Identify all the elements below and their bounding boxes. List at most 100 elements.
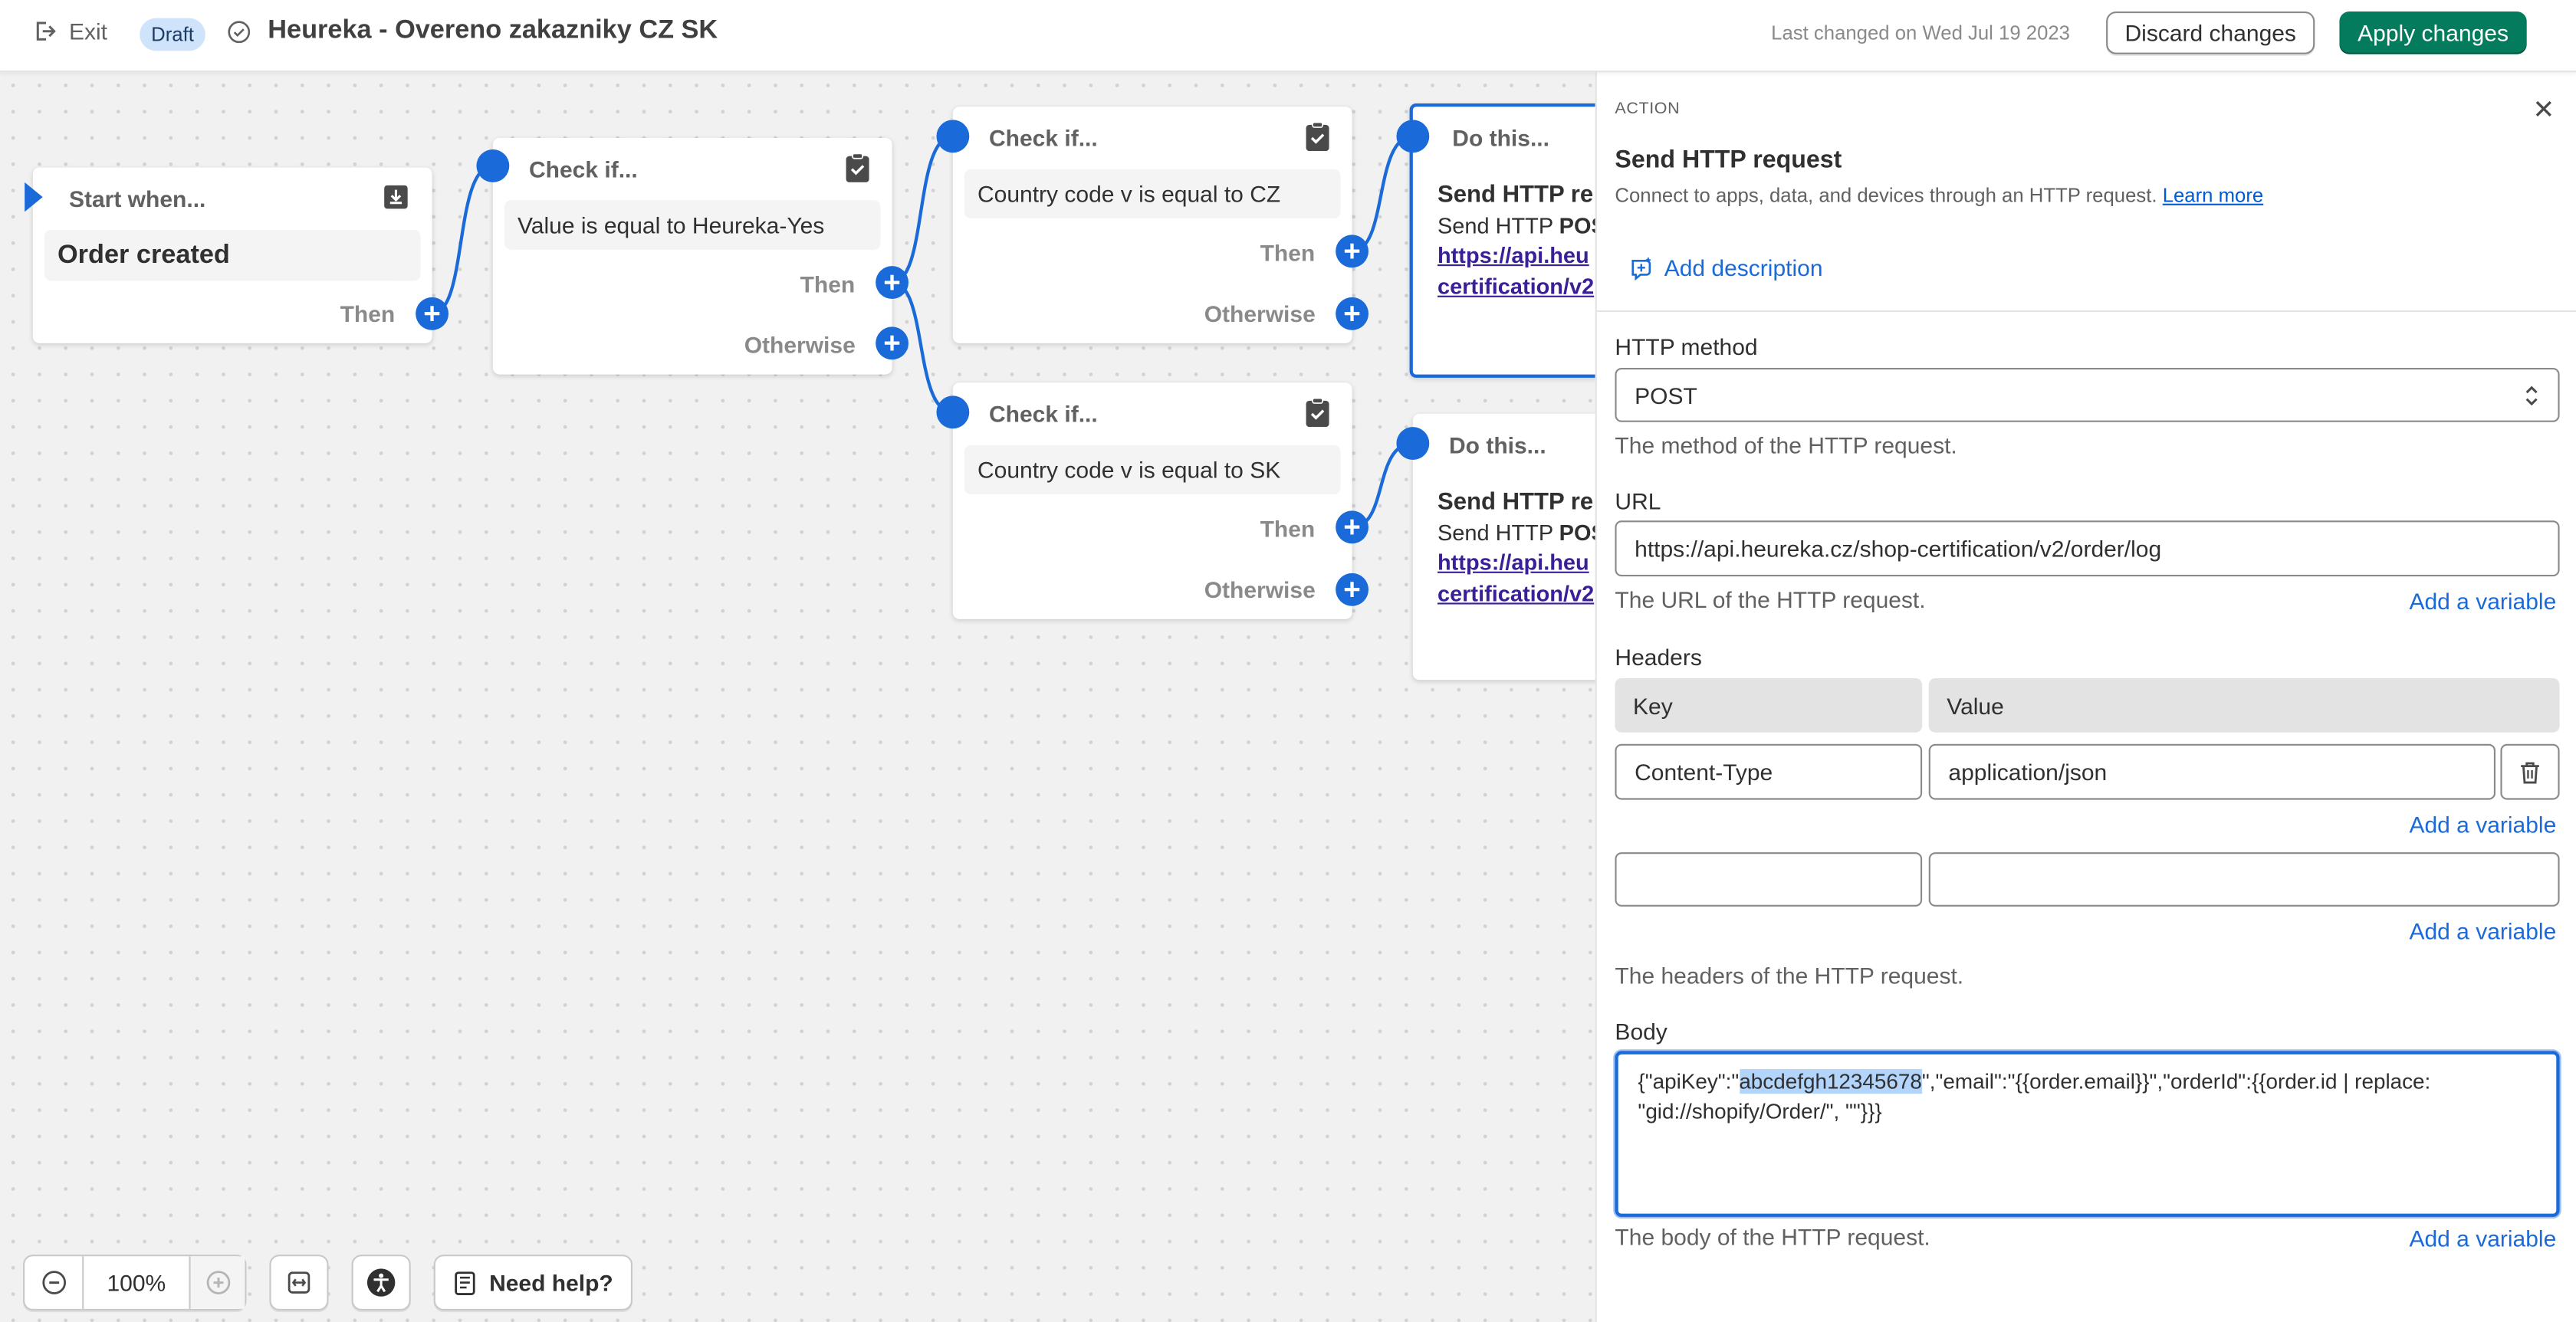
- action-header: Do this...: [1452, 124, 1549, 152]
- body-textarea[interactable]: {"apiKey":"abcdefgh12345678","email":"{{…: [1615, 1051, 2560, 1217]
- add-step-otherwise-button[interactable]: +: [1336, 297, 1368, 330]
- action-node-selected[interactable]: Do this... Send HTTP re Send HTTP POS ht…: [1409, 103, 1595, 378]
- then-label: Then: [1260, 515, 1316, 543]
- page-title: Heureka - Overeno zakazniky CZ SK: [268, 16, 718, 44]
- action-method-line: Send HTTP POS: [1438, 518, 1595, 549]
- condition-node[interactable]: Check if... Country code v is equal to C…: [952, 107, 1352, 343]
- divider: [1596, 310, 2576, 313]
- condition-expression: Country code v is equal to SK: [964, 444, 1341, 494]
- add-step-then-button[interactable]: +: [416, 297, 449, 330]
- action-url-link-cont[interactable]: certification/v2: [1438, 273, 1595, 298]
- otherwise-label: Otherwise: [1204, 576, 1316, 603]
- header-value-input[interactable]: application/json: [1928, 743, 2496, 800]
- then-label: Then: [800, 271, 856, 297]
- zoom-out-button[interactable]: [25, 1256, 84, 1309]
- clipboard-check-icon: [846, 153, 869, 182]
- add-variable-link[interactable]: Add a variable: [2409, 811, 2557, 838]
- select-chevron-icon: [2525, 385, 2538, 405]
- learn-more-link[interactable]: Learn more: [2162, 184, 2264, 207]
- exit-icon: [36, 21, 56, 41]
- download-icon: [384, 185, 408, 209]
- action-title: Send HTTP re: [1438, 489, 1594, 516]
- url-value: https://api.heureka.cz/shop-certificatio…: [1635, 535, 2162, 562]
- clipboard-check-icon: [1306, 121, 1329, 152]
- trigger-node[interactable]: Start when... Order created Then: [32, 167, 432, 343]
- panel-subtitle: Connect to apps, data, and devices throu…: [1615, 184, 2263, 207]
- zoom-controls: 100%: [23, 1255, 247, 1311]
- body-text-line2: "gid://shopify/Order/", ""}}}: [1638, 1098, 1882, 1124]
- body-text-start: {"apiKey":": [1638, 1069, 1740, 1094]
- add-variable-link[interactable]: Add a variable: [2409, 588, 2557, 615]
- header-key-input[interactable]: Content-Type: [1615, 743, 1923, 800]
- action-url-link[interactable]: https://api.heu: [1438, 243, 1589, 268]
- input-connector: [1396, 120, 1430, 153]
- action-node[interactable]: Do this... Send HTTP re Send HTTP POS ht…: [1412, 414, 1595, 681]
- action-url-link[interactable]: https://api.heu: [1438, 549, 1589, 575]
- then-label: Then: [340, 300, 396, 327]
- book-icon: [454, 1271, 475, 1294]
- url-input[interactable]: https://api.heureka.cz/shop-certificatio…: [1615, 520, 2560, 577]
- condition-header: Check if...: [989, 400, 1098, 428]
- need-help-label: Need help?: [489, 1269, 613, 1296]
- accessibility-button[interactable]: [351, 1255, 411, 1311]
- action-method-prefix: Send HTTP: [1438, 520, 1559, 545]
- panel-title: Send HTTP request: [1615, 146, 1842, 175]
- condition-node[interactable]: Check if... Value is equal to Heureka-Ye…: [492, 138, 892, 375]
- delete-header-button[interactable]: [2500, 743, 2560, 800]
- condition-text: Country code v is equal to SK: [978, 456, 1281, 483]
- zoom-in-button[interactable]: [189, 1256, 245, 1309]
- add-step-otherwise-button[interactable]: +: [876, 326, 909, 360]
- add-variable-link[interactable]: Add a variable: [2409, 917, 2557, 945]
- action-title: Send HTTP re: [1438, 182, 1594, 209]
- action-method: POS: [1559, 520, 1595, 545]
- header-key-value: Content-Type: [1635, 758, 1773, 786]
- action-method-prefix: Send HTTP: [1438, 212, 1559, 238]
- trash-icon: [2521, 761, 2539, 783]
- then-label: Then: [1260, 239, 1316, 267]
- accessibility-icon: [366, 1268, 396, 1297]
- body-selected-text: abcdefgh12345678: [1739, 1068, 1922, 1094]
- url-help: The URL of the HTTP request.: [1615, 586, 1926, 613]
- action-method: POS: [1559, 212, 1595, 238]
- condition-header: Check if...: [529, 156, 638, 182]
- otherwise-label: Otherwise: [1204, 300, 1316, 327]
- condition-header: Check if...: [989, 124, 1098, 152]
- header-value-value: application/json: [1948, 758, 2108, 786]
- add-step-then-button[interactable]: +: [1336, 510, 1368, 544]
- close-icon[interactable]: ✕: [2532, 97, 2555, 125]
- headers-value-column: Value: [1928, 678, 2560, 733]
- comment-add-icon: [1631, 257, 1651, 280]
- need-help-button[interactable]: Need help?: [433, 1255, 632, 1311]
- add-step-otherwise-button[interactable]: +: [1336, 572, 1368, 606]
- condition-expression: Country code v is equal to CZ: [964, 169, 1341, 218]
- fit-to-screen-button[interactable]: [269, 1255, 329, 1311]
- http-method-label: HTTP method: [1615, 333, 1758, 360]
- start-marker-icon: [25, 182, 43, 212]
- http-method-help: The method of the HTTP request.: [1615, 431, 1957, 458]
- http-method-select[interactable]: POST: [1615, 368, 2560, 422]
- add-step-then-button[interactable]: +: [1336, 235, 1368, 268]
- condition-node[interactable]: Check if... Country code v is equal to S…: [952, 382, 1352, 619]
- headers-help: The headers of the HTTP request.: [1615, 962, 1964, 989]
- action-summary: Send HTTP re Send HTTP POS https://api.h…: [1438, 181, 1595, 303]
- last-changed-text: Last changed on Wed Jul 19 2023: [1771, 21, 2070, 44]
- body-text-end: ","email":"{{order.email}}","orderId":{{…: [1921, 1069, 2431, 1094]
- plus-circle-icon: [205, 1271, 230, 1294]
- header-key-input-empty[interactable]: [1615, 852, 1923, 907]
- action-settings-panel: ACTION ✕ Send HTTP request Connect to ap…: [1595, 72, 2576, 1322]
- exit-button[interactable]: Exit: [33, 18, 107, 44]
- header-value-input-empty[interactable]: [1928, 852, 2560, 907]
- apply-changes-button[interactable]: Apply changes: [2339, 11, 2527, 54]
- condition-expression: Value is equal to Heureka-Yes: [504, 200, 881, 250]
- action-url-link-cont[interactable]: certification/v2: [1438, 580, 1595, 605]
- action-summary: Send HTTP re Send HTTP POS https://api.h…: [1438, 487, 1595, 609]
- discard-changes-button[interactable]: Discard changes: [2106, 11, 2315, 54]
- condition-text: Value is equal to Heureka-Yes: [518, 212, 825, 238]
- add-variable-link[interactable]: Add a variable: [2409, 1225, 2557, 1251]
- headers-key-column: Key: [1615, 678, 1923, 733]
- add-description-button[interactable]: Add description: [1630, 254, 1823, 280]
- clipboard-check-icon: [1306, 397, 1329, 428]
- workflow-canvas[interactable]: Start when... Order created Then + Check…: [0, 72, 1595, 1322]
- add-step-then-button[interactable]: +: [876, 266, 909, 299]
- url-label: URL: [1615, 487, 1661, 514]
